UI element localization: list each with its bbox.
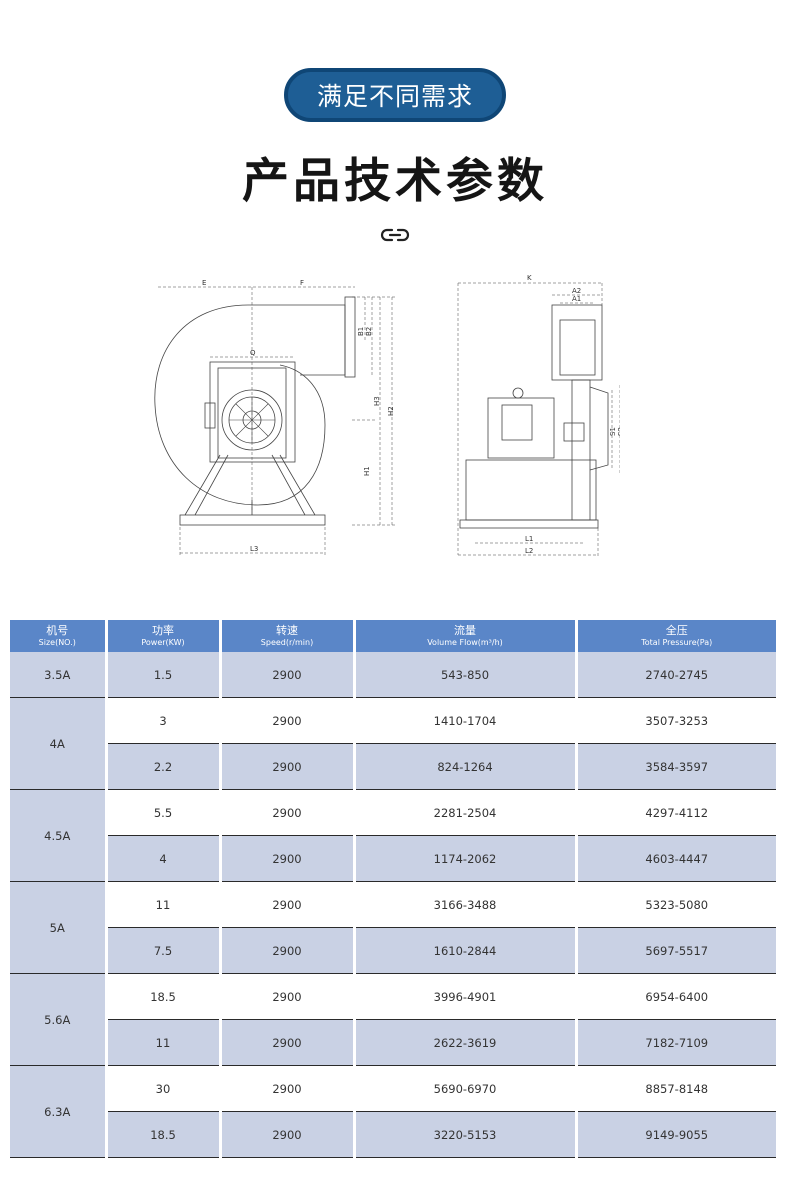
power-cell: 30 — [106, 1065, 222, 1112]
section-badge: 满足不同需求 — [284, 68, 506, 122]
table-row: 5A 11 2900 3166-3488 5323-5080 — [10, 881, 776, 974]
power-cell: 3 — [106, 697, 222, 744]
speed-cell: 2900 — [220, 835, 356, 882]
pressure-cell: 4297-4112 — [576, 789, 776, 836]
pressure-cell: 7182-7109 — [576, 1019, 776, 1066]
size-cell: 4A — [10, 697, 108, 790]
pressure-cell: 5323-5080 — [576, 881, 776, 928]
speed-cell: 2900 — [220, 973, 356, 1020]
power-cell: 4 — [106, 835, 222, 882]
size-cell: 5.6A — [10, 973, 108, 1066]
dim-label-s2: S2 — [617, 427, 620, 436]
dim-label-q: Q — [250, 349, 256, 357]
flow-cell: 543-850 — [354, 652, 578, 698]
dim-label-e: E — [202, 279, 206, 287]
dim-label-s1: S1 — [609, 427, 617, 436]
dim-label-h1: H1 — [363, 466, 371, 476]
speed-cell: 2900 — [220, 1111, 356, 1158]
fan-front-view — [459, 304, 609, 529]
table-row: 6.3A 30 2900 5690-6970 8857-8148 — [10, 1065, 776, 1158]
dim-label-h3: H3 — [373, 396, 381, 406]
table-row: 11 2900 2622-3619 7182-7109 — [10, 1019, 776, 1066]
power-cell: 2.2 — [106, 743, 222, 790]
table-row: 4 2900 1174-2062 4603-4447 — [10, 835, 776, 882]
power-cell: 7.5 — [106, 927, 222, 974]
size-cell: 3.5A — [10, 652, 108, 698]
flow-cell: 5690-6970 — [354, 1065, 578, 1112]
table-row: 4A 3 2900 1410-1704 3507-3253 — [10, 697, 776, 790]
dim-label-b2: B2 — [365, 327, 373, 336]
table-row: 4.5A 5.5 2900 2281-2504 4297-4112 — [10, 789, 776, 882]
flow-cell: 1174-2062 — [354, 835, 578, 882]
speed-cell: 2900 — [220, 652, 356, 698]
page-title: 产品技术参数 — [242, 154, 548, 209]
flow-cell: 3996-4901 — [354, 973, 578, 1020]
table-row: 18.5 2900 3220-5153 9149-9055 — [10, 1111, 776, 1158]
pressure-cell: 3507-3253 — [576, 697, 776, 744]
power-cell: 5.5 — [106, 789, 222, 836]
power-cell: 18.5 — [106, 973, 222, 1020]
dim-label-l3: L3 — [250, 545, 258, 553]
dim-label-h2: H2 — [387, 406, 395, 416]
dim-label-l2: L2 — [525, 547, 533, 555]
pressure-cell: 2740-2745 — [576, 652, 776, 698]
flow-cell: 1610-2844 — [354, 927, 578, 974]
flow-cell: 3220-5153 — [354, 1111, 578, 1158]
power-cell: 11 — [106, 1019, 222, 1066]
table-row: 2.2 2900 824-1264 3584-3597 — [10, 743, 776, 790]
flow-cell: 2622-3619 — [354, 1019, 578, 1066]
pressure-cell: 9149-9055 — [576, 1111, 776, 1158]
table-row: 3.5A 1.5 2900 543-850 2740-2745 — [10, 652, 776, 698]
flow-cell: 2281-2504 — [354, 789, 578, 836]
speed-cell: 2900 — [220, 743, 356, 790]
table-row: 7.5 2900 1610-2844 5697-5517 — [10, 927, 776, 974]
dim-label-k: K — [527, 274, 532, 282]
speed-cell: 2900 — [220, 927, 356, 974]
pressure-cell: 5697-5517 — [576, 927, 776, 974]
size-cell: 4.5A — [10, 789, 108, 882]
pressure-cell: 4603-4447 — [576, 835, 776, 882]
pressure-cell: 8857-8148 — [576, 1065, 776, 1112]
power-cell: 1.5 — [106, 652, 222, 698]
dim-label-l1: L1 — [525, 535, 533, 543]
dim-label-a1: A1 — [572, 295, 581, 303]
fan-side-view — [154, 296, 356, 526]
dim-label-a2: A2 — [572, 287, 581, 295]
pressure-cell: 3584-3597 — [576, 743, 776, 790]
link-icon — [380, 228, 410, 242]
dim-label-f: F — [300, 279, 304, 287]
speed-cell: 2900 — [220, 1019, 356, 1066]
speed-cell: 2900 — [220, 881, 356, 928]
power-cell: 18.5 — [106, 1111, 222, 1158]
table-row: 5.6A 18.5 2900 3996-4901 6954-6400 — [10, 973, 776, 1066]
flow-cell: 824-1264 — [354, 743, 578, 790]
size-cell: 6.3A — [10, 1065, 108, 1158]
speed-cell: 2900 — [220, 789, 356, 836]
speed-cell: 2900 — [220, 1065, 356, 1112]
size-cell: 5A — [10, 881, 108, 974]
power-cell: 11 — [106, 881, 222, 928]
flow-cell: 3166-3488 — [354, 881, 578, 928]
pressure-cell: 6954-6400 — [576, 973, 776, 1020]
speed-cell: 2900 — [220, 697, 356, 744]
dim-label-b1: B1 — [357, 327, 365, 336]
fan-dimension-drawing: E F Q L3 B1 B2 H3 H2 H1 K A2 A1 S1 S2 L1… — [154, 274, 620, 557]
flow-cell: 1410-1704 — [354, 697, 578, 744]
